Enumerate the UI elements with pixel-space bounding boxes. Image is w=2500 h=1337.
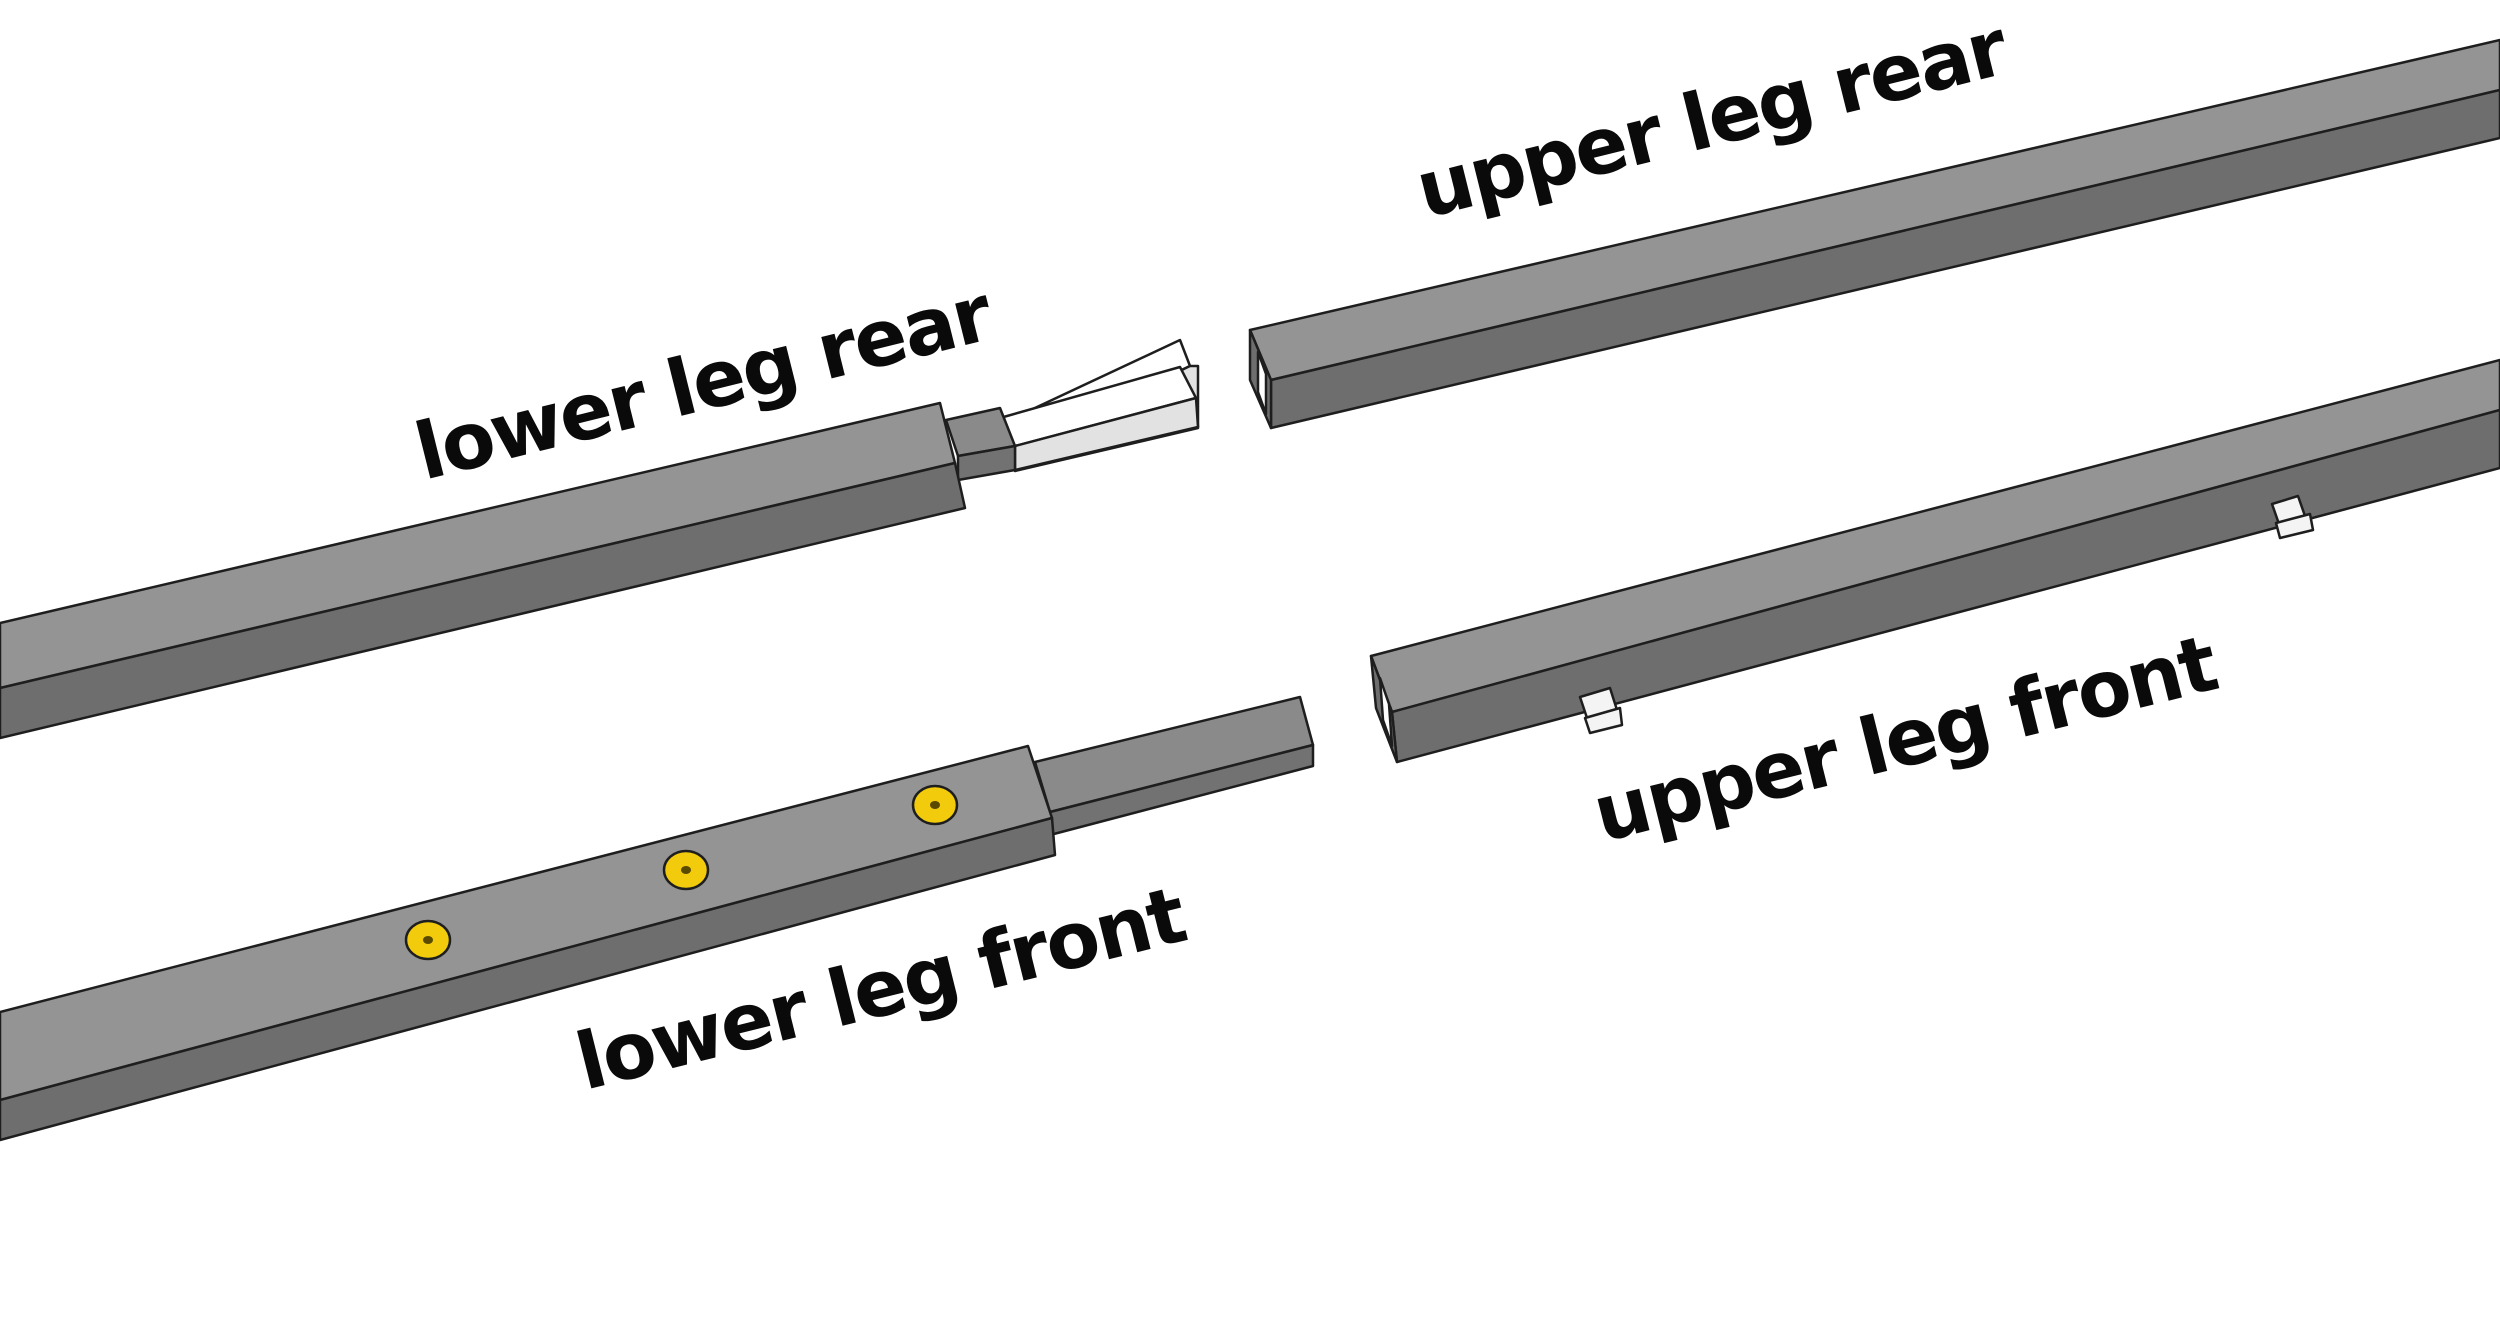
upper-leg-front-opening bbox=[1378, 676, 1394, 748]
upper-leg-rear-opening bbox=[1256, 350, 1268, 416]
washer-icon bbox=[911, 784, 959, 826]
upper-leg-rear-tube bbox=[1248, 38, 2500, 430]
washer-icon bbox=[404, 919, 452, 961]
clip-icon bbox=[1578, 686, 1624, 735]
upper-leg-front-tube bbox=[1369, 358, 2500, 764]
clip-icon bbox=[2270, 494, 2315, 540]
lower-leg-front-tube bbox=[0, 695, 1315, 1142]
washer-icon bbox=[662, 849, 710, 891]
lower-leg-rear-tube bbox=[0, 338, 1200, 740]
